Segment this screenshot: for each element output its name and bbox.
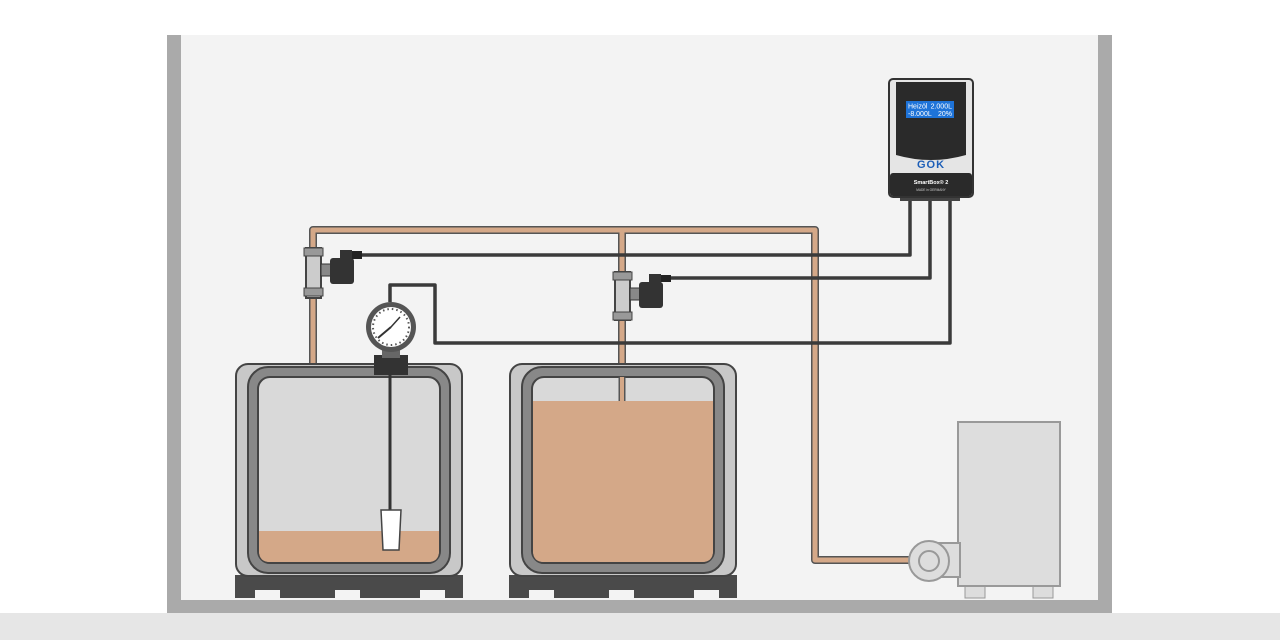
level-probe xyxy=(380,509,402,551)
smartbox-device: Heizöl 2.000L -8.000L 20% GOK SmartBox® … xyxy=(888,78,974,201)
display-line2-value: -8.000L xyxy=(908,111,932,118)
display-line1-label: Heizöl xyxy=(908,104,928,111)
pressure-gauge xyxy=(366,302,416,375)
tank-1-oil-level xyxy=(259,531,439,562)
cables xyxy=(358,195,952,345)
tank-2-oil-level xyxy=(533,401,713,562)
ground xyxy=(0,613,1280,640)
solenoid-valve-1 xyxy=(303,247,362,299)
brand-logo: GOK xyxy=(917,159,945,171)
oil-burner xyxy=(908,421,1061,599)
solenoid-valve-2 xyxy=(612,271,671,321)
made-in-label: MADE in GERMANY xyxy=(916,188,946,192)
model-label: SmartBox® 2 xyxy=(914,179,949,186)
display-line2-percent: 20% xyxy=(938,111,952,118)
tank-1 xyxy=(235,363,463,598)
tank-2 xyxy=(509,363,737,598)
display-line1-value: 2.000L xyxy=(931,104,953,111)
smartbox-display xyxy=(906,101,954,118)
